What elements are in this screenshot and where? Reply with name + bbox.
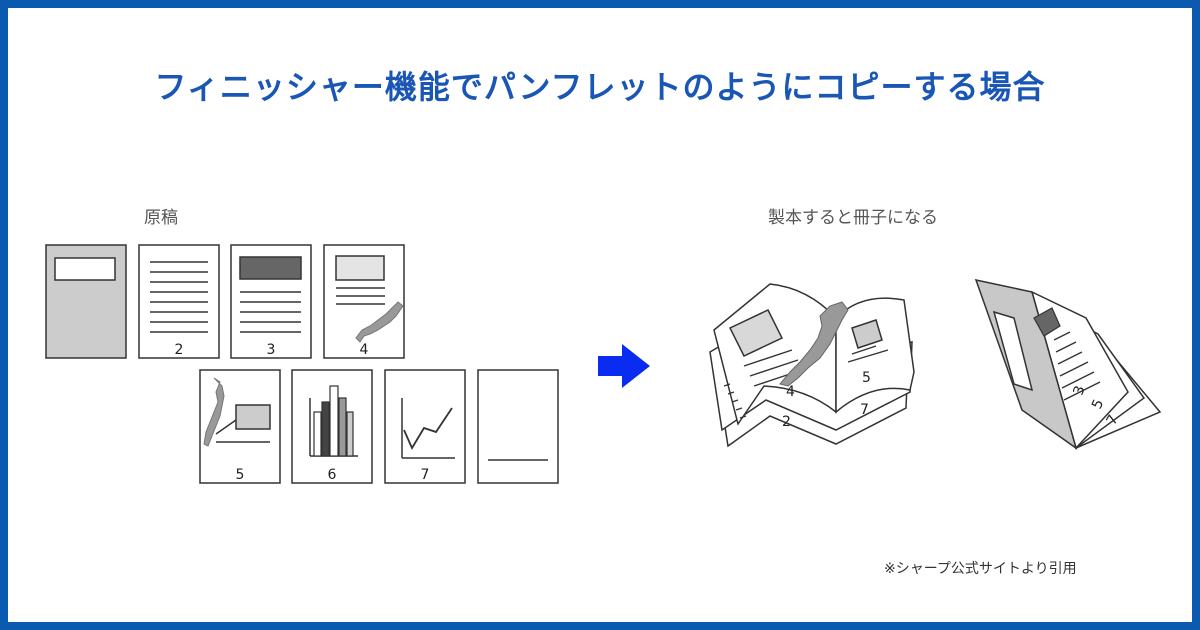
booklet-page-2: 2 bbox=[782, 414, 791, 430]
page-number-4: 4 bbox=[360, 342, 369, 358]
page-number-3: 3 bbox=[267, 342, 276, 358]
source-credit: ※シャープ公式サイトより引用 bbox=[884, 561, 1077, 577]
booklet-page-4: 4 bbox=[786, 384, 795, 400]
page-number-7: 7 bbox=[421, 467, 430, 483]
cover-page bbox=[45, 244, 127, 359]
open-booklet: 4 5 2 7 bbox=[709, 283, 915, 448]
page-2: 2 bbox=[138, 244, 220, 359]
original-label: 原稿 bbox=[144, 208, 178, 228]
page-7: 7 bbox=[384, 369, 466, 484]
result-label: 製本すると冊子になる bbox=[768, 208, 938, 228]
back-page bbox=[477, 369, 559, 484]
page-number-6: 6 bbox=[328, 467, 337, 483]
page-4: 4 bbox=[323, 244, 405, 359]
page-5: 5 bbox=[199, 369, 281, 484]
page-number-2: 2 bbox=[175, 342, 184, 358]
right-arrow-icon bbox=[598, 344, 650, 388]
booklet-page-5: 5 bbox=[862, 370, 871, 386]
page-number-5: 5 bbox=[236, 467, 245, 483]
booklet-page-7: 7 bbox=[860, 402, 869, 418]
folded-booklet: 3 5 7 bbox=[974, 278, 1162, 450]
page-title: フィニッシャー機能でパンフレットのようにコピーする場合 bbox=[154, 68, 1046, 106]
page-3: 3 bbox=[230, 244, 312, 359]
page-6: 6 bbox=[291, 369, 373, 484]
